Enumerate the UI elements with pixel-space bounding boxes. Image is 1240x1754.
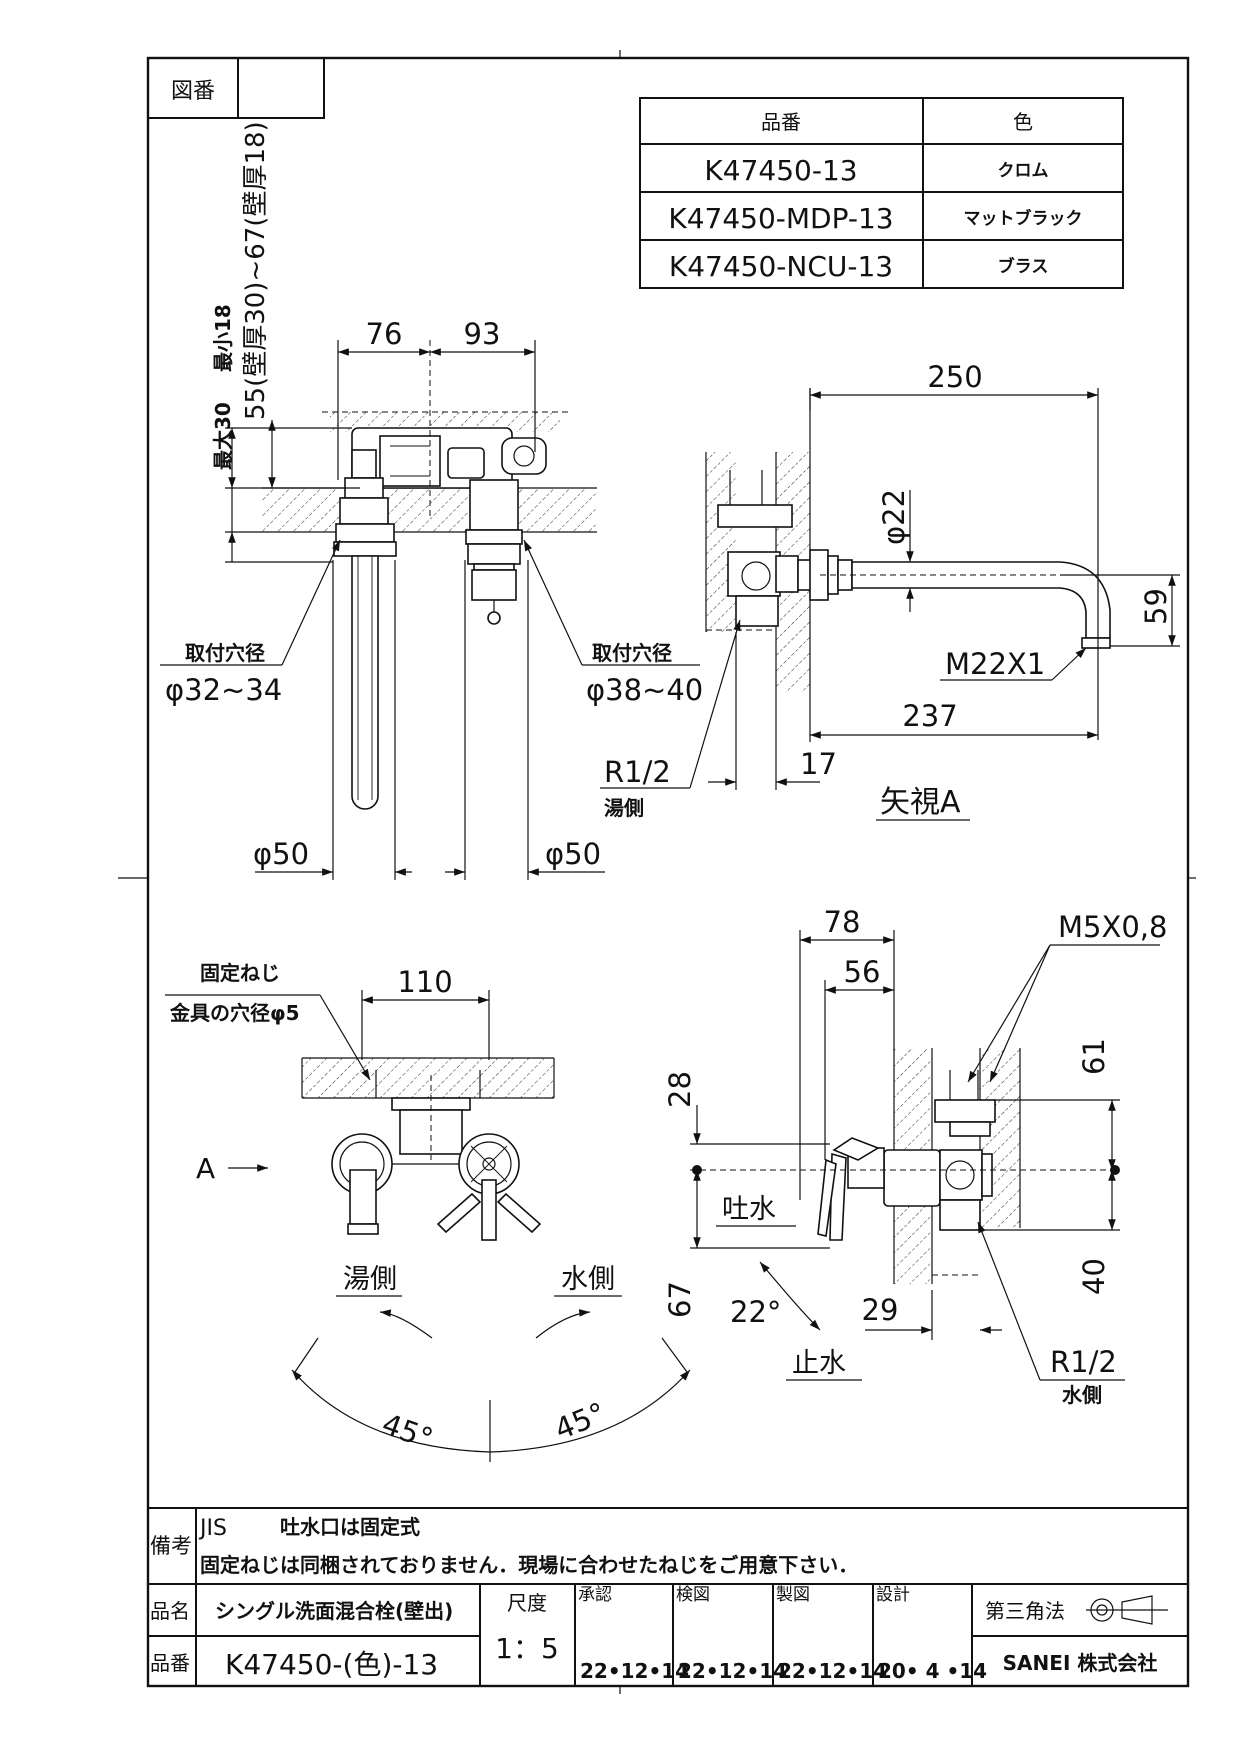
angle-22: 22° — [730, 1295, 781, 1329]
screw-label-1: 固定ねじ — [200, 961, 280, 985]
mount-hole-value-right: φ38~40 — [586, 673, 703, 707]
dia-right: φ50 — [545, 837, 601, 871]
stop-label: 止水 — [792, 1348, 846, 1379]
dim-pipe-dia: φ22 — [877, 489, 911, 545]
front-view: A 110 固定ねじ 金具の穴径φ5 湯側 水側 45° 45° — [165, 961, 691, 1462]
title-block: 備考 JIS 吐水口は固定式 固定ねじは同梱されておりません．現場に合わせたねじ… — [148, 1507, 1188, 1686]
dim-min-wall: 最小18 — [211, 304, 235, 372]
dia-left: φ50 — [253, 837, 309, 871]
table-row-color: ブラス — [998, 256, 1049, 277]
name-value: シングル洗面混合栓(壁出) — [215, 1599, 453, 1623]
table-row-code: K47450-13 — [704, 154, 857, 187]
projection-label: 第三角法 — [985, 1599, 1065, 1623]
scale-label: 尺度 — [507, 1591, 547, 1615]
mount-hole-label-left: 取付穴径 — [185, 641, 265, 665]
dim-28: 28 — [663, 1071, 697, 1108]
table-row-color: マットブラック — [964, 208, 1083, 229]
inlet-side-cold: 水側 — [1062, 1383, 1102, 1407]
third-angle-projection-icon — [1086, 1595, 1168, 1625]
dim-max-wall: 最大30 — [211, 402, 235, 470]
view-a-title: 矢視A — [880, 785, 961, 820]
dim-237: 237 — [902, 699, 957, 733]
angle-left: 45° — [378, 1407, 438, 1457]
dim-61: 61 — [1077, 1038, 1111, 1075]
dim-110: 110 — [397, 965, 452, 999]
dim-59: 59 — [1139, 588, 1173, 625]
approved-label: 承認 — [578, 1585, 612, 1605]
angle-right: 45° — [550, 1396, 610, 1447]
drawn-date: 22•12•14 — [778, 1659, 887, 1683]
name-label: 品名 — [150, 1599, 190, 1623]
spout-label: 吐水 — [722, 1194, 776, 1225]
company: SANEI 株式会社 — [1003, 1651, 1158, 1675]
arrow-label-a: A — [196, 1152, 215, 1185]
inlet-side-hot: 湯側 — [604, 796, 644, 820]
top-view: 76 93 最大30 最小18 55(壁厚30)~67(壁厚18) 取付穴径 φ… — [160, 121, 703, 880]
mount-hole-label-right: 取付穴径 — [592, 641, 672, 665]
dim-67: 67 — [663, 1281, 697, 1318]
table-row-code: K47450-NCU-13 — [669, 250, 893, 283]
design-date: 20• 4 •14 — [878, 1659, 987, 1683]
drawn-label: 製図 — [776, 1585, 810, 1605]
table-header-code: 品番 — [761, 110, 801, 134]
drawing-frame — [118, 50, 1196, 1694]
note-line2: 固定ねじは同梱されておりません．現場に合わせたねじをご用意下さい． — [200, 1553, 858, 1577]
mount-hole-value-left: φ32~34 — [165, 673, 282, 707]
notes-label: 備考 — [150, 1534, 192, 1558]
dim-78: 78 — [824, 905, 861, 939]
table-row-code: K47450-MDP-13 — [668, 202, 893, 235]
drawing-number-box: 図番 — [147, 57, 325, 119]
dim-76: 76 — [366, 317, 403, 351]
checked-label: 検図 — [676, 1585, 710, 1605]
cold-side-label: 水側 — [561, 1264, 615, 1295]
approved-date: 22•12•14 — [580, 1659, 689, 1683]
note-line1: 吐水口は固定式 — [280, 1515, 420, 1539]
dim-40: 40 — [1077, 1258, 1111, 1295]
side-view: 78 56 M5X0,8 61 40 28 67 吐水 22° 止水 29 — [663, 905, 1167, 1407]
dim-29: 29 — [862, 1293, 899, 1327]
dim-250: 250 — [927, 360, 982, 394]
inlet-thread-cold: R1/2 — [1050, 1345, 1117, 1379]
screw-label-2: 金具の穴径φ5 — [169, 1001, 300, 1025]
dim-17: 17 — [800, 747, 837, 781]
inlet-thread-hot: R1/2 — [604, 755, 671, 789]
dim-56: 56 — [844, 955, 881, 989]
view-a: 250 φ22 59 M22X1 237 R1/2 湯側 17 矢視A — [600, 360, 1180, 821]
code-value: K47450-(色)-13 — [225, 1648, 438, 1681]
code-label: 品番 — [150, 1651, 190, 1675]
checked-date: 22•12•14 — [678, 1659, 787, 1683]
scale-value: 1：5 — [495, 1632, 559, 1665]
dim-projection: 55(壁厚30)~67(壁厚18) — [241, 121, 271, 420]
drawing-number-label: 図番 — [171, 79, 215, 104]
product-table: 品番 色 K47450-13 クロム K47450-MDP-13 マットブラック… — [639, 97, 1124, 289]
thread-m22: M22X1 — [945, 647, 1045, 681]
design-label: 設計 — [876, 1585, 910, 1605]
hot-side-label: 湯側 — [343, 1264, 397, 1295]
screw-thread: M5X0,8 — [1058, 910, 1167, 944]
dim-93: 93 — [464, 317, 501, 351]
table-row-color: クロム — [998, 161, 1049, 181]
note-jis: JIS — [198, 1516, 227, 1541]
table-header-color: 色 — [1013, 110, 1033, 134]
